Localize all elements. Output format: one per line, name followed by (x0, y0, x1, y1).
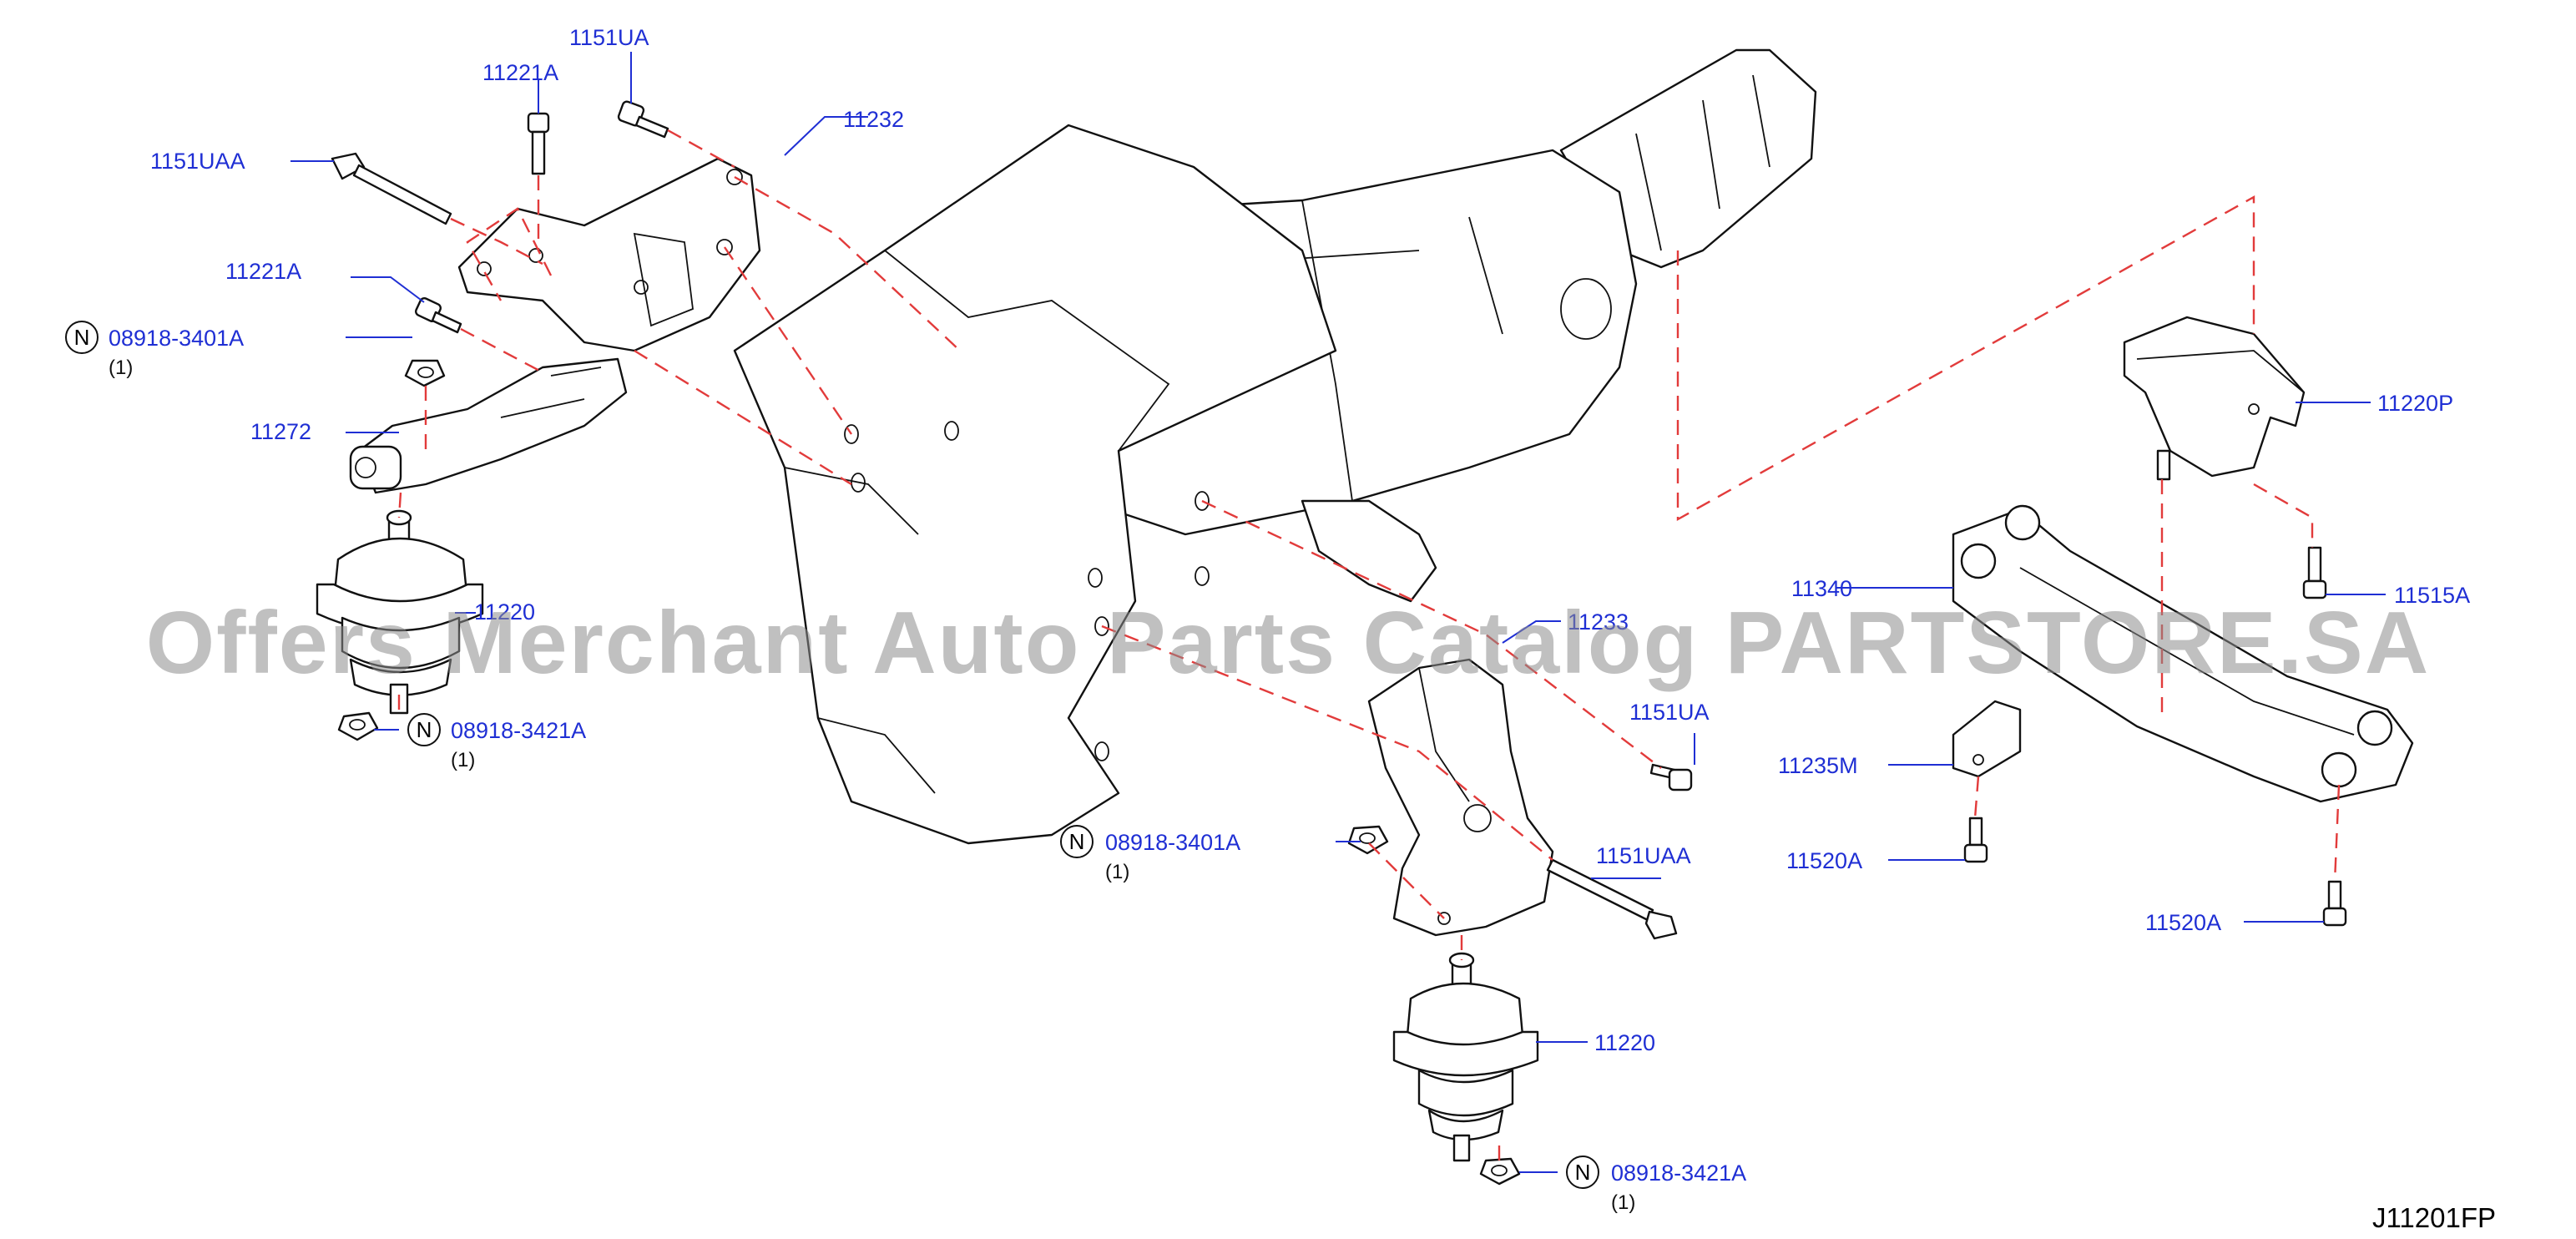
label-1151ua-right[interactable]: 1151UA (1629, 700, 1710, 725)
svg-text:N: N (74, 325, 90, 350)
label-08918-3401a-left[interactable]: 08918-3401A (109, 326, 244, 351)
svg-text:N: N (1069, 829, 1085, 854)
engine-mount-insulator-center (1392, 952, 1539, 1162)
fasteners (331, 100, 2347, 1186)
label-11520a-left[interactable]: 11520A (1786, 848, 1862, 873)
n-marker-3421a-center: N (1566, 1156, 1599, 1189)
bolt-1151ua-right (1649, 763, 1693, 791)
nut-08918-3401a-center (1347, 825, 1389, 855)
label-1151ua-top[interactable]: 1151UA (569, 25, 649, 50)
label-08918-3421a-center[interactable]: 08918-3421A (1611, 1161, 1746, 1186)
engine-mounting-bracket-11233 (1367, 658, 1554, 937)
assembly-dashed-lines (397, 129, 2341, 1161)
label-08918-3421a-left[interactable]: 08918-3421A (451, 718, 586, 743)
bolt-11520a-left (1963, 817, 1988, 863)
label-08918-3401a-center[interactable]: 08918-3401A (1105, 830, 1240, 855)
label-11220-center[interactable]: 11220 (1594, 1030, 1655, 1055)
nut-08918-3421a-left (337, 711, 379, 741)
label-11232[interactable]: 11232 (843, 107, 904, 132)
label-11221a-top[interactable]: 11221A (482, 60, 558, 85)
leader-lines (290, 52, 2386, 1173)
engine-mount-insulator-rear (2123, 316, 2306, 481)
label-11272[interactable]: 11272 (250, 419, 311, 444)
label-1151uaa-right[interactable]: 1151UAA (1596, 843, 1691, 868)
engine-transmission-assembly (733, 48, 1817, 845)
n-markers: N N N N (65, 321, 1599, 1189)
bolt-1151uaa-left (331, 152, 452, 225)
bolt-11520a-right (2322, 880, 2347, 927)
nut-08918-3401a-left (404, 359, 446, 387)
transmission-crossmember (1952, 504, 2414, 803)
bolt-11221a-mid (415, 296, 462, 334)
svg-text:N: N (1575, 1160, 1591, 1185)
qty-08918-3421a-left: (1) (451, 749, 475, 771)
watermark: Offers Merchant Auto Parts Catalog PARTS… (146, 594, 2431, 692)
label-1151uaa-left[interactable]: 1151UAA (150, 149, 245, 174)
part-labels[interactable]: 1151UA 11221A 1151UAA 11232 11221A 08918… (109, 25, 2470, 1214)
label-11235m[interactable]: 11235M (1778, 753, 1858, 778)
label-11340[interactable]: 11340 (1791, 576, 1852, 601)
n-marker-3421a-left: N (407, 713, 441, 746)
engine-mount-insulator-left (316, 509, 484, 715)
bolt-1151ua-top (617, 100, 669, 139)
n-marker-3401a-left: N (65, 321, 98, 354)
qty-08918-3401a-center: (1) (1105, 861, 1129, 883)
label-11515a[interactable]: 11515A (2394, 583, 2470, 608)
label-11233[interactable]: 11233 (1568, 609, 1629, 635)
svg-text:N: N (417, 717, 432, 742)
engine-mounting-bracket-11232 (457, 157, 761, 352)
nut-08918-3421a-center (1479, 1157, 1521, 1186)
qty-08918-3401a-left: (1) (109, 357, 133, 379)
bolt-11515a (2302, 546, 2327, 599)
label-11220p[interactable]: 11220P (2377, 391, 2453, 416)
bolt-1151uaa-right (1546, 858, 1678, 940)
qty-08918-3421a-center: (1) (1611, 1191, 1635, 1214)
bolt-11221a-top (527, 112, 550, 175)
engine-mounting-bracket-11272 (349, 357, 628, 494)
label-11220-left[interactable]: 11220 (474, 599, 535, 625)
label-11520a-right[interactable]: 11520A (2145, 910, 2221, 935)
diagram-reference-code: J11201FP (2372, 1202, 2496, 1233)
n-marker-3401a-center: N (1060, 825, 1094, 858)
label-11221a-mid[interactable]: 11221A (225, 259, 301, 284)
